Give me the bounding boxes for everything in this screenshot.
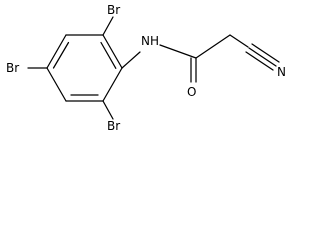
bond-c2-br-top bbox=[102, 16, 114, 36]
ring-bond-c4-c5 bbox=[46, 67, 67, 102]
ring-bond-c3-c4-inner bbox=[52, 41, 70, 69]
atom-label-br-top: Br bbox=[107, 3, 120, 17]
ring-bond-c1-c2 bbox=[102, 34, 123, 69]
bond-ch2-cn bbox=[229, 34, 249, 48]
bond-c6-br-bottom bbox=[102, 100, 114, 120]
atom-label-br-bottom: Br bbox=[107, 119, 120, 133]
atom-label-o: O bbox=[187, 85, 196, 99]
atom-label-nh: NH bbox=[141, 34, 159, 48]
bond-nitrile-2 bbox=[251, 43, 280, 63]
benzene-ring bbox=[46, 34, 123, 102]
atom-label-n: N bbox=[277, 65, 286, 79]
atom-label-br-left: Br bbox=[6, 61, 19, 75]
ring-bond-c6-c1 bbox=[102, 67, 123, 102]
bond-carbonyl-c-ch2 bbox=[195, 34, 231, 59]
ring-bond-c3-c4 bbox=[46, 34, 67, 69]
bond-nitrile-3 bbox=[245, 51, 274, 71]
chemical-structure-diagram: Br Br Br NH O N bbox=[6, 3, 286, 133]
ring-bond-c1-c2-inner bbox=[100, 41, 117, 69]
bond-nitrile-1 bbox=[248, 47, 277, 67]
bond-n-carbonyl-c bbox=[159, 44, 197, 59]
bond-c1-n bbox=[121, 51, 141, 69]
